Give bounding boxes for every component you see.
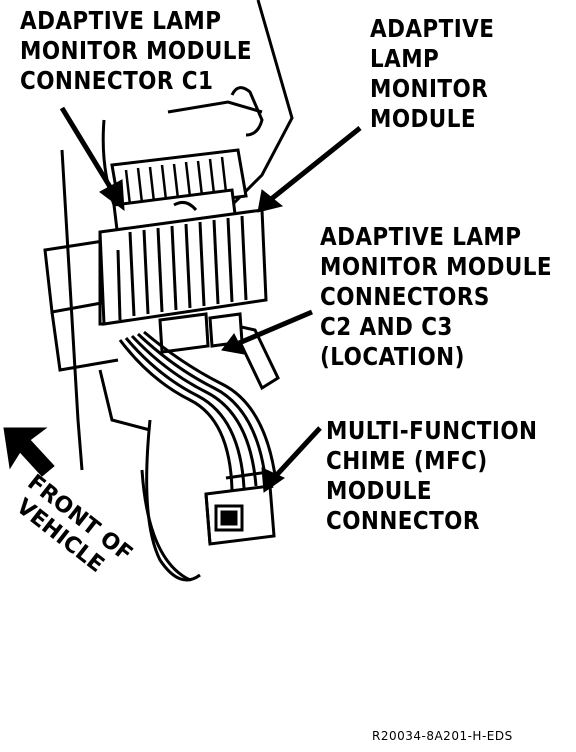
label-connectors-c2-c3-line: ADAPTIVE LAMP bbox=[320, 222, 522, 251]
label-connectors-c2-c3-line: (LOCATION) bbox=[320, 342, 465, 371]
label-connector-c1-line: CONNECTOR C1 bbox=[20, 66, 214, 95]
label-module: ADAPTIVE LAMP MONITOR MODULE bbox=[370, 14, 494, 134]
wire-harness bbox=[118, 330, 278, 491]
figure-part-number: R20034-8A201-H-EDS bbox=[372, 729, 513, 743]
label-connector-c1: ADAPTIVE LAMP MONITOR MODULE CONNECTOR C… bbox=[20, 6, 252, 96]
arrow-to-connectors-c2-c3 bbox=[221, 309, 313, 355]
label-mfc-connector-line: MULTI-FUNCTION bbox=[326, 416, 538, 445]
label-connectors-c2-c3: ADAPTIVE LAMP MONITOR MODULE CONNECTORS … bbox=[320, 222, 552, 372]
label-module-line: MONITOR bbox=[370, 74, 489, 103]
label-connectors-c2-c3-line: MONITOR MODULE bbox=[320, 252, 553, 281]
arrow-to-mfc-connector bbox=[261, 426, 322, 493]
label-connectors-c2-c3-line: C2 AND C3 bbox=[320, 312, 453, 341]
mfc-connector bbox=[204, 470, 276, 546]
label-mfc-connector: MULTI-FUNCTION CHIME (MFC) MODULE CONNEC… bbox=[326, 416, 537, 536]
label-module-line: MODULE bbox=[370, 104, 476, 133]
leader-arrows bbox=[59, 106, 362, 493]
arrow-to-module bbox=[257, 126, 362, 213]
label-mfc-connector-line: CHIME (MFC) bbox=[326, 446, 488, 475]
label-connector-c1-line: ADAPTIVE LAMP bbox=[20, 6, 222, 35]
label-module-line: LAMP bbox=[370, 44, 440, 73]
label-connector-c1-line: MONITOR MODULE bbox=[20, 36, 253, 65]
label-mfc-connector-line: MODULE bbox=[326, 476, 432, 505]
label-connectors-c2-c3-line: CONNECTORS bbox=[320, 282, 490, 311]
mounting-bracket bbox=[43, 238, 201, 582]
label-module-line: ADAPTIVE bbox=[370, 14, 495, 43]
front-of-vehicle-arrow bbox=[3, 427, 55, 477]
arrow-to-connector-c1 bbox=[59, 106, 125, 212]
module-housing bbox=[98, 208, 268, 326]
label-mfc-connector-line: CONNECTOR bbox=[326, 506, 480, 535]
